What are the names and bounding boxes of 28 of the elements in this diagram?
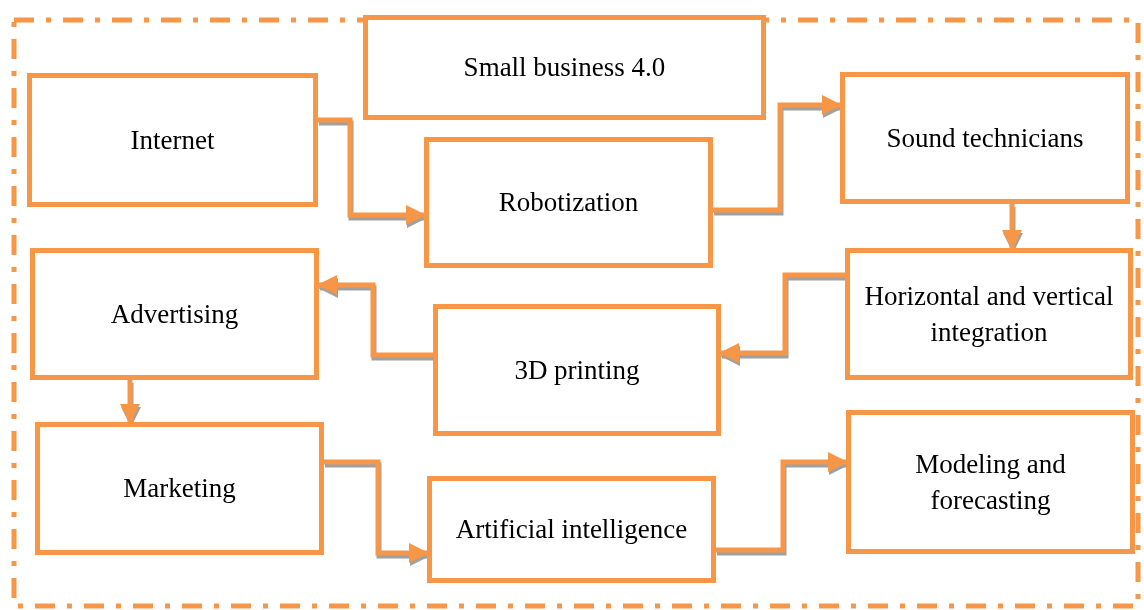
arrow	[317, 275, 433, 358]
process-box	[424, 137, 713, 268]
process-box	[846, 410, 1135, 554]
process-box	[35, 422, 324, 555]
box-label: Artificial intelligence	[455, 513, 688, 547]
process-box	[845, 248, 1133, 380]
process-box	[363, 15, 766, 120]
arrow	[716, 452, 848, 553]
box-label: Robotization	[498, 186, 639, 220]
arrow	[318, 117, 426, 225]
box-label: Advertising	[110, 297, 239, 331]
box-label: Sound technicians	[886, 121, 1084, 155]
process-box	[27, 73, 318, 207]
box-label: Small business 4.0	[463, 51, 666, 85]
process-box	[427, 476, 716, 583]
process-box	[840, 72, 1130, 204]
arrow	[719, 272, 845, 363]
arrow	[324, 459, 429, 563]
box-label: Internet	[130, 123, 215, 157]
arrow	[1002, 204, 1022, 250]
process-box	[433, 304, 721, 436]
arrow	[120, 380, 140, 424]
arrow	[713, 95, 842, 213]
process-box	[30, 248, 319, 380]
box-label: Horizontal and vertical integration	[863, 279, 1115, 349]
box-label: Modeling and forecasting	[914, 447, 1067, 517]
box-label: 3D printing	[514, 353, 640, 387]
box-label: Marketing	[123, 472, 236, 506]
